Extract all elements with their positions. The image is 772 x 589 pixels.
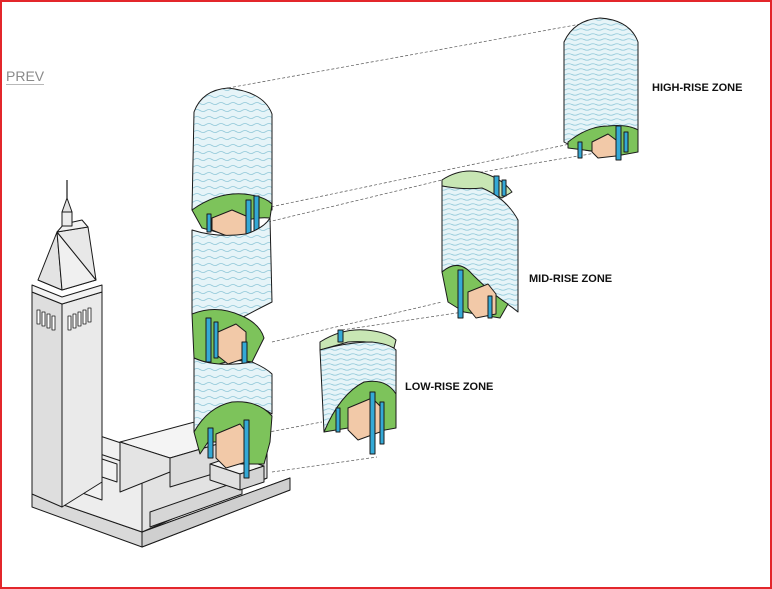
- low-rise-zone-label: LOW-RISE ZONE: [405, 381, 493, 393]
- tower-windows: [36, 307, 92, 331]
- high-rise-zone: [563, 17, 639, 161]
- mid-rise-zone-label: MID-RISE ZONE: [529, 273, 612, 285]
- prev-link[interactable]: PREV: [6, 68, 45, 85]
- low-rise-zone: [319, 329, 397, 455]
- high-rise-zone-label: HIGH-RISE ZONE: [652, 82, 742, 94]
- main-tower: [191, 87, 273, 479]
- mid-rise-zone: [441, 170, 519, 319]
- clock-tower: [31, 180, 103, 508]
